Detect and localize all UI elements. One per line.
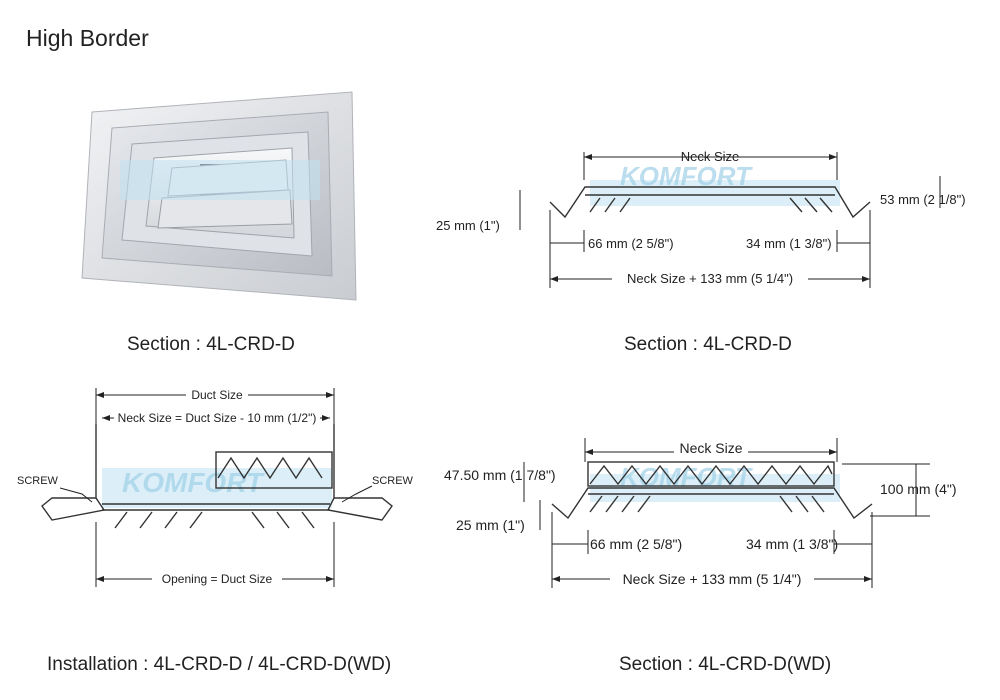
caption-section-top: Section : 4L-CRD-D xyxy=(624,334,792,355)
caption-section-bottom: Section : 4L-CRD-D(WD) xyxy=(619,654,832,675)
neck-size-label-2: Neck Size xyxy=(679,440,742,456)
dim-66: 66 mm (2 5/8") xyxy=(588,236,674,251)
diffuser-photo xyxy=(80,90,360,310)
section-bottom-drawing: KOMFORT Neck Size 47.50 mm (1 7/8") 25 m… xyxy=(430,430,970,592)
dim-total: Neck Size + 133 mm (5 1/4") xyxy=(627,271,793,286)
dim-100: 100 mm (4") xyxy=(880,481,957,497)
dim-53: 53 mm (2 1/8") xyxy=(880,192,966,207)
caption-photo: Section : 4L-CRD-D xyxy=(127,334,295,355)
dim-25-b: 25 mm (1") xyxy=(456,517,525,533)
dim-25: 25 mm (1") xyxy=(436,218,500,233)
neck-size-label: Neck Size xyxy=(681,149,740,164)
dim-total-b: Neck Size + 133 mm (5 1/4") xyxy=(623,571,802,587)
installation-drawing: KOMFORT Duct Size Neck Size = Duct Size … xyxy=(12,382,442,594)
dim-34-b: 34 mm (1 3/8") xyxy=(746,536,838,552)
opening-label: Opening = Duct Size xyxy=(162,572,273,586)
caption-installation: Installation : 4L-CRD-D / 4L-CRD-D(WD) xyxy=(47,654,392,675)
watermark-text-2: KOMFORT xyxy=(122,467,266,498)
page-title: High Border xyxy=(26,25,149,51)
section-top-drawing: KOMFORT Neck Size 53 mm (2 1/8") 25 mm (… xyxy=(430,140,970,290)
dim-66-b: 66 mm (2 5/8") xyxy=(590,536,682,552)
watermark-text: KOMFORT xyxy=(620,161,753,191)
screw-right-label: SCREW xyxy=(372,475,414,487)
neck-size-formula: Neck Size = Duct Size - 10 mm (1/2") xyxy=(118,411,317,425)
dim-4750: 47.50 mm (1 7/8") xyxy=(444,467,556,483)
duct-size-label: Duct Size xyxy=(191,388,243,402)
screw-left-label: SCREW xyxy=(17,475,59,487)
dim-34: 34 mm (1 3/8") xyxy=(746,236,832,251)
